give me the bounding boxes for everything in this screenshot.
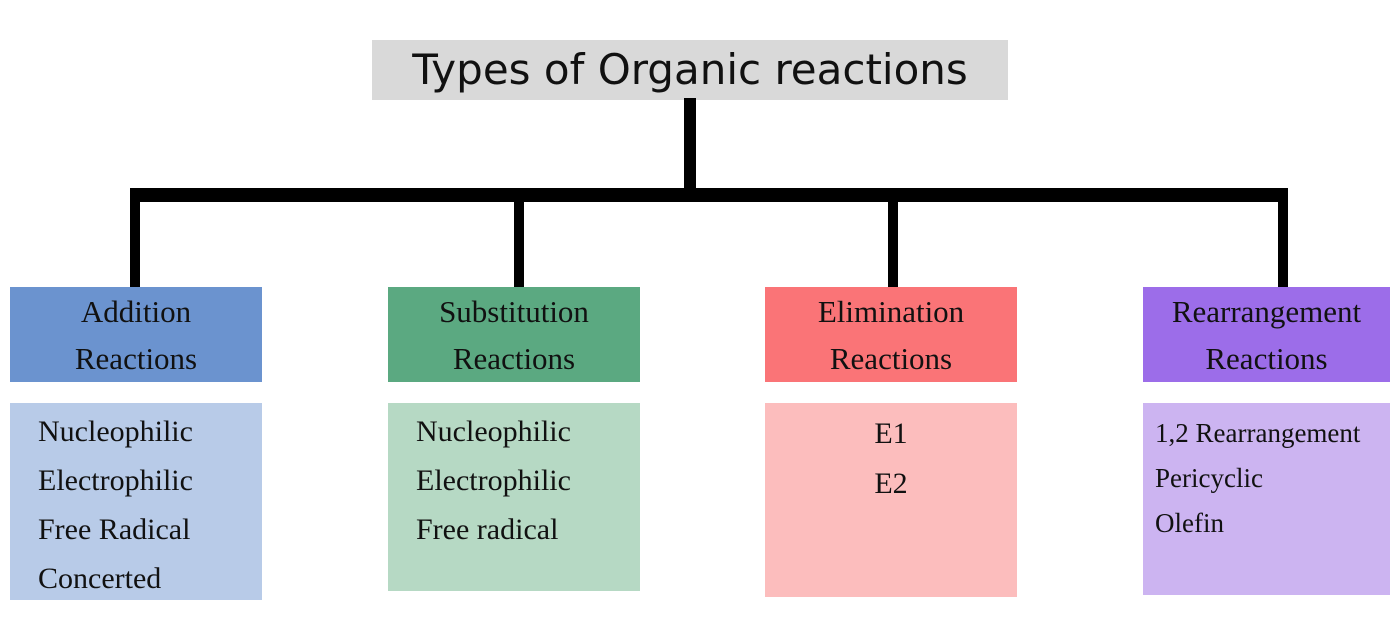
rearrangement-list-box: 1,2 Rearrangement Pericyclic Olefin	[1143, 403, 1390, 595]
rearrangement-header-line1: Rearrangement	[1171, 294, 1362, 329]
rearrangement-header-line2: Reactions	[1205, 341, 1328, 376]
addition-list-box: Nucleophilic Electrophilic Free Radical …	[10, 403, 262, 600]
substitution-list-box: Nucleophilic Electrophilic Free radical	[388, 403, 640, 591]
connector-drop-rearrangement	[1278, 200, 1288, 287]
list-item: Nucleophilic	[38, 415, 193, 448]
addition-header-line1: Addition	[80, 294, 192, 329]
list-item: E2	[874, 467, 908, 500]
substitution-header-line1: Substitution	[439, 294, 589, 329]
substitution-header-box: Substitution Reactions	[388, 287, 640, 382]
list-item: Nucleophilic	[416, 415, 571, 448]
substitution-header-line2: Reactions	[452, 341, 576, 376]
diagram-title: Types of Organic reactions	[372, 40, 1008, 100]
rearrangement-header-box: Rearrangement Reactions	[1143, 287, 1390, 382]
list-item: Electrophilic	[38, 464, 193, 497]
elimination-list-box: E1 E2	[765, 403, 1017, 597]
addition-header-line2: Reactions	[74, 341, 198, 376]
list-item: Olefin	[1155, 508, 1224, 538]
connector-horizontal-bar	[130, 188, 1288, 202]
list-item: Concerted	[38, 562, 162, 595]
connector-drop-addition	[130, 200, 140, 287]
connector-drop-substitution	[514, 200, 524, 287]
list-item: E1	[874, 417, 908, 450]
list-item: Free Radical	[38, 513, 191, 546]
addition-header-box: Addition Reactions	[10, 287, 262, 382]
elimination-header-line1: Elimination	[817, 294, 965, 329]
connector-stem	[684, 98, 696, 190]
elimination-header-line2: Reactions	[829, 341, 953, 376]
elimination-header-box: Elimination Reactions	[765, 287, 1017, 382]
list-item: Free radical	[416, 513, 559, 546]
list-item: 1,2 Rearrangement	[1155, 418, 1361, 448]
list-item: Pericyclic	[1155, 463, 1263, 493]
list-item: Electrophilic	[416, 464, 571, 497]
connector-drop-elimination	[888, 200, 898, 287]
